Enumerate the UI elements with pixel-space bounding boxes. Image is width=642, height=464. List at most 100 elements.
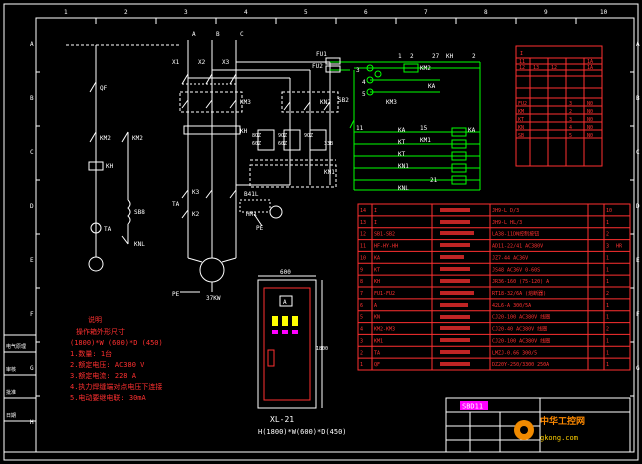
kh-label: KH: [106, 163, 114, 170]
cabinet-name: XL-21: [270, 415, 294, 424]
topright-cell: 1A: [587, 65, 593, 71]
row-label: B: [30, 95, 34, 102]
bom-cell: 13: [360, 220, 366, 226]
notes-line: 5.电动要继电联: 30mA: [70, 393, 147, 402]
watermark: 中华工控网 gkong.com: [514, 415, 585, 442]
node-num: 2: [472, 53, 476, 60]
node-num: 5: [362, 91, 366, 98]
control-labels: FU1 FU2 1 2 27 KH 2 3 4 5 KM2 KA SB2 KM3…: [312, 51, 476, 192]
col-label: 6: [364, 9, 368, 16]
power-circuit: [66, 40, 339, 293]
bom-cell: 11: [360, 244, 366, 250]
topright-cell: 2: [569, 109, 572, 115]
left-strip-label: 审核: [6, 366, 16, 373]
col-label: 10: [600, 9, 608, 16]
bom-cell: TA: [374, 350, 380, 356]
notes-line: (1800)*W (600)*D (450): [70, 339, 163, 347]
watermark-url: gkong.com: [540, 434, 578, 442]
bom-cell: I: [374, 208, 377, 214]
topright-cell: 3: [569, 117, 572, 123]
bom-cell: 1: [606, 315, 609, 321]
border-labels: 1 2 3 4 5 6 7 8 9 10 A B C D E F G H A B…: [30, 9, 640, 426]
bom-cell: 42L6-A 300/5A: [492, 303, 531, 309]
row-label: C: [636, 149, 640, 156]
coil-label: KNL: [398, 185, 409, 192]
bom-cell: 1: [606, 220, 609, 226]
row-label: D: [30, 203, 34, 210]
node-num: 15: [420, 125, 428, 132]
topright-cell: FU2: [518, 101, 527, 107]
bom-cell: 1: [606, 350, 609, 356]
topright-cell: 13: [533, 65, 539, 71]
topright-cell: 4: [569, 125, 572, 131]
bom-cell: KT: [374, 267, 380, 273]
phase-label: A: [192, 31, 196, 38]
bom-cell: A: [374, 303, 377, 309]
sb-label: SB2: [338, 97, 349, 104]
col-label: 2: [124, 9, 128, 16]
phase-label: B: [216, 31, 220, 38]
topright-cell: 5: [569, 133, 572, 139]
bom-cell: 2: [360, 350, 363, 356]
box-label: 9OZ: [304, 133, 313, 139]
bom-cell: KM1: [374, 338, 383, 344]
bom-cell: KN: [374, 315, 380, 321]
node-num: 21: [430, 177, 438, 184]
km2b-label: KM2: [132, 135, 143, 142]
bom-cell: JS48 AC36V 0-60S: [492, 267, 540, 273]
topright-cell: 11: [519, 59, 525, 65]
bom-cell: 1: [360, 362, 363, 368]
cabinet-width: 600: [280, 269, 291, 276]
row-label: F: [30, 311, 34, 318]
bom-cell: 2: [606, 291, 609, 297]
left-strip-label: 日期: [6, 413, 16, 419]
bom-cell: 8: [360, 279, 363, 285]
x3-label: X3: [222, 59, 230, 66]
k3-label: K3: [192, 189, 200, 196]
bom-cell: HF-HY-HH: [374, 244, 398, 250]
bom-cell: QF: [374, 362, 380, 368]
bom-cell: 1: [606, 255, 609, 261]
bom-cell: 12: [360, 232, 366, 238]
bom-cell: 2: [606, 232, 609, 238]
topright-cell: KT: [518, 117, 524, 123]
motor-rating: 37KW: [206, 295, 221, 302]
topright-table: [515, 45, 603, 167]
node-num: 1: [398, 53, 402, 60]
bom-cell: JH9-L HL/3: [492, 220, 522, 226]
bom-cell: HR: [616, 244, 623, 250]
bom-cell: 6: [360, 303, 363, 309]
sb8-label: SB8: [134, 209, 145, 216]
row-label: E: [636, 257, 640, 264]
box-label: 33B: [324, 141, 333, 147]
bom-cell: KA: [374, 255, 380, 261]
coil-label: KA: [468, 127, 476, 134]
kn2-label: KN2: [320, 99, 331, 106]
title-badge-bg: [460, 401, 488, 410]
bom-cell: LA38-11DN控制按钮: [492, 231, 539, 238]
bom-cell: 1: [606, 279, 609, 285]
node-num: 3: [356, 67, 360, 74]
bom-cell: CJ20-100 AC380V 线圈: [492, 337, 550, 344]
bom-cell: SB1-SB2: [374, 232, 395, 238]
bom-cell: DZ20Y-250/3300 250A: [492, 362, 549, 368]
node-num: 2: [410, 53, 414, 60]
coil-label: KM1: [420, 137, 431, 144]
row-label: A: [636, 41, 640, 48]
knl-label: KNL: [134, 241, 145, 248]
col-label: 3: [184, 9, 188, 16]
bom-hatch: [440, 208, 474, 366]
notes-title: 说明: [88, 315, 102, 324]
drawing-frame: [3, 3, 639, 461]
notes-line: 2.额定电压: AC380 V: [70, 360, 145, 369]
left-strip: 电气原理 审核 批准 日期: [3, 334, 37, 453]
k2-label: K2: [192, 211, 200, 218]
bom-cell: 1: [606, 267, 609, 273]
col-label: 8: [484, 9, 488, 16]
b41l-label: B41L: [244, 191, 259, 198]
box-label: 8OZ: [252, 133, 261, 139]
x1-label: X1: [172, 59, 180, 66]
row-label: F: [636, 311, 640, 318]
topright-table-text: I 11 1A 12 13 12 1A FU2 3 N0 KM 2 N0 KT …: [518, 51, 593, 139]
